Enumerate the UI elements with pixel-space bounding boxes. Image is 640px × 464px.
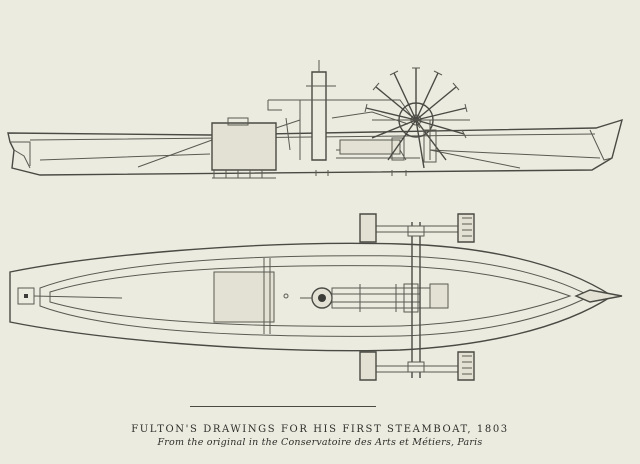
plan-shaft-collar-top xyxy=(408,226,424,236)
side-condenser xyxy=(340,140,400,154)
side-wheel-paddles xyxy=(365,68,467,138)
plan-view xyxy=(10,214,622,380)
side-engine-feet xyxy=(316,170,406,176)
side-wheel-support xyxy=(424,130,436,162)
plan-paddle-top-right xyxy=(458,214,474,242)
side-boiler-supports xyxy=(212,170,276,178)
plan-tiller xyxy=(34,296,122,298)
side-air-pump xyxy=(392,138,404,160)
plan-deck-inner-2 xyxy=(50,266,570,327)
plan-stern-post xyxy=(24,294,28,298)
side-stern-detail xyxy=(10,142,30,168)
side-boiler xyxy=(212,123,276,170)
plan-paddle-bottom-right xyxy=(458,352,474,380)
plan-paddle-hatching xyxy=(462,218,472,374)
plan-wheel-shaft xyxy=(412,222,420,378)
side-bow-detail xyxy=(590,130,612,160)
side-boiler-door xyxy=(228,118,248,125)
plan-wheel-arms xyxy=(376,226,458,372)
side-diagonal-rails xyxy=(138,140,520,168)
side-cylinder xyxy=(312,72,326,160)
plan-paddle-bottom-left xyxy=(360,352,376,380)
side-elevation xyxy=(8,60,622,178)
plan-engine-block xyxy=(430,284,448,308)
scale-bar xyxy=(190,406,376,407)
plan-engine-rods xyxy=(300,284,420,312)
plan-valve xyxy=(284,294,288,298)
plan-paddle-top-left xyxy=(360,214,376,242)
caption-title: FULTON'S DRAWINGS FOR HIS FIRST STEAMBOA… xyxy=(131,424,509,435)
side-wheel-beam xyxy=(372,120,470,160)
side-piston-rod xyxy=(300,60,340,100)
side-wheel-spokes xyxy=(366,68,466,168)
plan-hull xyxy=(10,243,612,350)
steamboat-drawing xyxy=(0,0,640,400)
plan-shaft-collar-bottom xyxy=(408,362,424,372)
plan-air-pump xyxy=(404,284,418,312)
plan-cross-beam xyxy=(264,258,270,334)
side-paddle-wheel xyxy=(365,68,467,168)
caption-source: From the original in the Conservatoire d… xyxy=(157,437,483,448)
plan-bow-fitting xyxy=(576,290,622,302)
plan-boiler xyxy=(214,272,274,322)
plan-cylinder-center xyxy=(318,294,326,302)
